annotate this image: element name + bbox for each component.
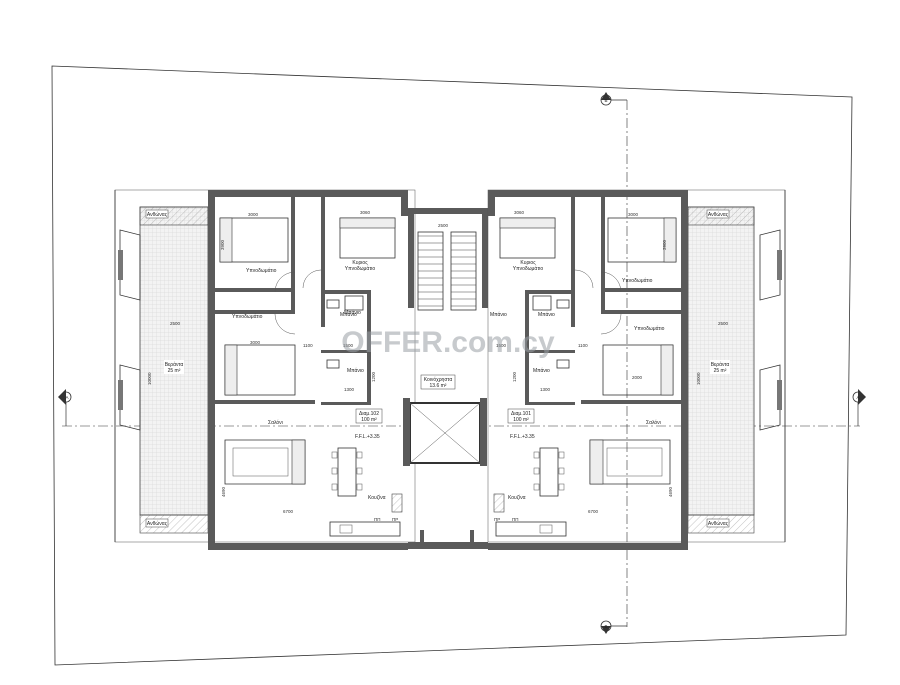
room-label-bedroom: Υπνοδωμάτιο	[634, 325, 665, 332]
room-label-bathroom: Μπάνιο	[490, 311, 507, 318]
stair-treads	[418, 235, 476, 307]
dim-label: 2500	[718, 321, 729, 326]
dim-label: 6700	[588, 509, 599, 514]
dim-label: 1200	[371, 371, 376, 382]
apartment-left	[114, 189, 416, 550]
dim-label: 2000	[632, 375, 643, 380]
fixture-label: ΠΡ	[494, 517, 500, 522]
plot-boundary	[51, 65, 853, 666]
room-label-living: Σαλόνι	[268, 419, 283, 426]
room-label-master-1: Κυριος	[520, 260, 536, 266]
dim-label: 1200	[512, 371, 517, 382]
section-marker-a-right: A	[852, 389, 866, 426]
dim-label: 10000	[696, 372, 701, 385]
section-marker-b-bottom: B	[600, 620, 627, 634]
marker-b-label: B	[604, 98, 607, 103]
section-marker-a-left: A	[58, 389, 72, 426]
fixture-label: ΠΠ	[374, 517, 381, 522]
veranda-area-right: 25 m²	[714, 368, 727, 374]
dim-label: 3060	[514, 210, 525, 215]
watermark: OFFER.com.cy	[341, 326, 555, 359]
marker-a-label: A	[65, 395, 68, 400]
apartment-left-area: 100 m²	[361, 417, 377, 423]
balcony-label-upper-left: Ανθώνας	[147, 211, 168, 218]
dim-label: 3900	[662, 239, 667, 250]
dim-label: 6700	[283, 509, 294, 514]
room-label-master-1: Κυριος	[352, 260, 368, 266]
stair-core	[403, 208, 488, 549]
apartment-right-area: 100 m²	[513, 417, 529, 423]
balcony-label-upper-right: Ανθώνας	[708, 211, 729, 218]
veranda-area-left: 25 m²	[168, 368, 181, 374]
dim-label: 2500	[438, 223, 449, 228]
fixture-label: ΠΠ	[512, 517, 519, 522]
dim-label: 3000	[250, 340, 261, 345]
marker-a-label: A	[856, 395, 859, 400]
room-label-kitchen: Κουζίνα	[368, 495, 386, 501]
landing-area: 13.6 m²	[430, 383, 447, 389]
marker-b-label: B	[604, 624, 607, 629]
room-label-bedroom: Υπνοδωμάτιο	[232, 313, 263, 320]
apartment-right-ffl: F.F.L.+3.35	[510, 434, 535, 440]
balcony-label-lower-right: Ανθώνας	[708, 520, 729, 527]
apartment-right-name: Διαμ.101	[511, 411, 531, 417]
room-label-bedroom: Υπνοδωμάτιο	[622, 277, 653, 284]
dim-label: 1500	[343, 343, 354, 348]
dim-label: 1100	[303, 343, 313, 348]
dim-label: 3000	[248, 212, 259, 217]
dim-label: 2500	[170, 321, 181, 326]
room-label-living: Σαλόνι	[646, 419, 661, 426]
fixture-label: ΠΡ	[392, 517, 398, 522]
apartment-left-name: Διαμ.102	[359, 411, 379, 417]
dim-label: 4690	[668, 486, 673, 497]
room-label-master-2: Υπνοδωμάτιο	[513, 265, 544, 272]
dining-table-left	[337, 447, 357, 497]
dim-label: 1500	[496, 343, 507, 348]
room-label-bathroom: Μπάνιο	[347, 367, 364, 374]
room-label-bathroom: Μπάνιο	[538, 311, 555, 318]
landing-label: Κοινόχρηστα	[424, 376, 453, 383]
dining-table-right	[539, 447, 559, 497]
dim-label: 10000	[147, 372, 152, 385]
dim-label: 1300	[344, 387, 355, 392]
balcony-label-lower-left: Ανθώνας	[147, 520, 168, 527]
section-marker-b-top: B	[600, 92, 627, 106]
dim-label: 1100	[578, 343, 588, 348]
dim-label: 4690	[221, 486, 226, 497]
dim-label: 3900	[220, 239, 225, 250]
veranda-label-left: Βεράντα	[165, 361, 184, 368]
room-label-bedroom: Υπνοδωμάτιο	[246, 267, 277, 274]
room-label-kitchen: Κουζίνα	[508, 495, 526, 501]
dim-label: 3000	[628, 212, 639, 217]
room-label-bathroom: Μπάνιο	[344, 309, 361, 316]
apartment-left-ffl: F.F.L.+3.35	[355, 434, 380, 440]
room-label-master-2: Υπνοδωμάτιο	[345, 265, 376, 272]
dim-label: 3060	[360, 210, 371, 215]
dim-label: 1300	[540, 387, 551, 392]
veranda-label-right: Βεράντα	[711, 361, 730, 368]
room-label-bathroom: Μπάνιο	[340, 311, 357, 318]
room-label-bathroom: Μπάνιο	[533, 367, 550, 374]
